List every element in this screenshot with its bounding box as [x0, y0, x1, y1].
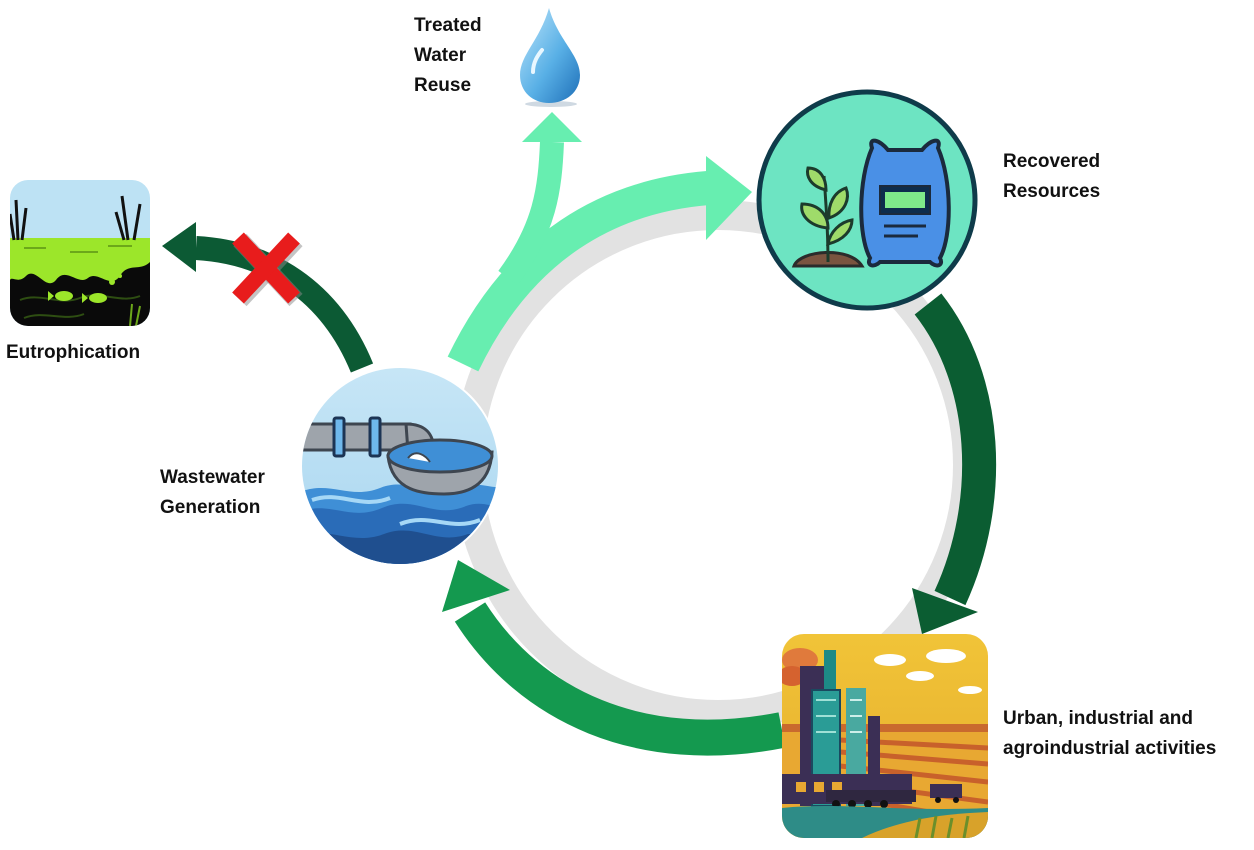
red-cross-icon	[232, 232, 303, 307]
label-wastewater-generation: Wastewater Generation	[160, 463, 265, 523]
label-treated-water-reuse-line-2: Water	[414, 45, 467, 66]
label-activities-line-1: Urban, industrial and	[1003, 708, 1194, 729]
city-industry-farm-icon	[782, 634, 988, 838]
label-treated-water-reuse-line-1: Treated	[414, 15, 482, 36]
label-recovered-resources: Recovered Resources	[1003, 147, 1100, 207]
label-treated-water-reuse-line-3: Reuse	[414, 75, 472, 96]
label-recovered-resources-line-1: Recovered	[1003, 151, 1101, 172]
label-wastewater-generation-line-2: Generation	[160, 497, 261, 518]
label-activities: Urban, industrial and agroindustrial act…	[1003, 704, 1216, 764]
label-eutrophication-line-1: Eutrophication	[6, 342, 141, 363]
water-drop-icon	[520, 8, 580, 107]
arrow-to-eutrophication	[162, 222, 374, 373]
eutrophic-pond-icon	[10, 180, 150, 326]
label-eutrophication: Eutrophication	[6, 338, 140, 368]
label-treated-water-reuse: Treated Water Reuse	[414, 11, 482, 101]
arrow-to-recovered-resources	[447, 156, 752, 372]
pipe-discharge-icon	[300, 366, 500, 566]
arrow-to-wastewater-generation	[442, 560, 786, 756]
plant-and-fertilizer-bag-icon	[756, 89, 978, 311]
label-recovered-resources-line-2: Resources	[1003, 181, 1101, 202]
arrow-to-treated-water-reuse	[498, 112, 582, 286]
label-wastewater-generation-line-1: Wastewater	[160, 467, 265, 488]
arrow-to-activities	[912, 293, 997, 634]
label-activities-line-2: agroindustrial activities	[1003, 738, 1217, 759]
